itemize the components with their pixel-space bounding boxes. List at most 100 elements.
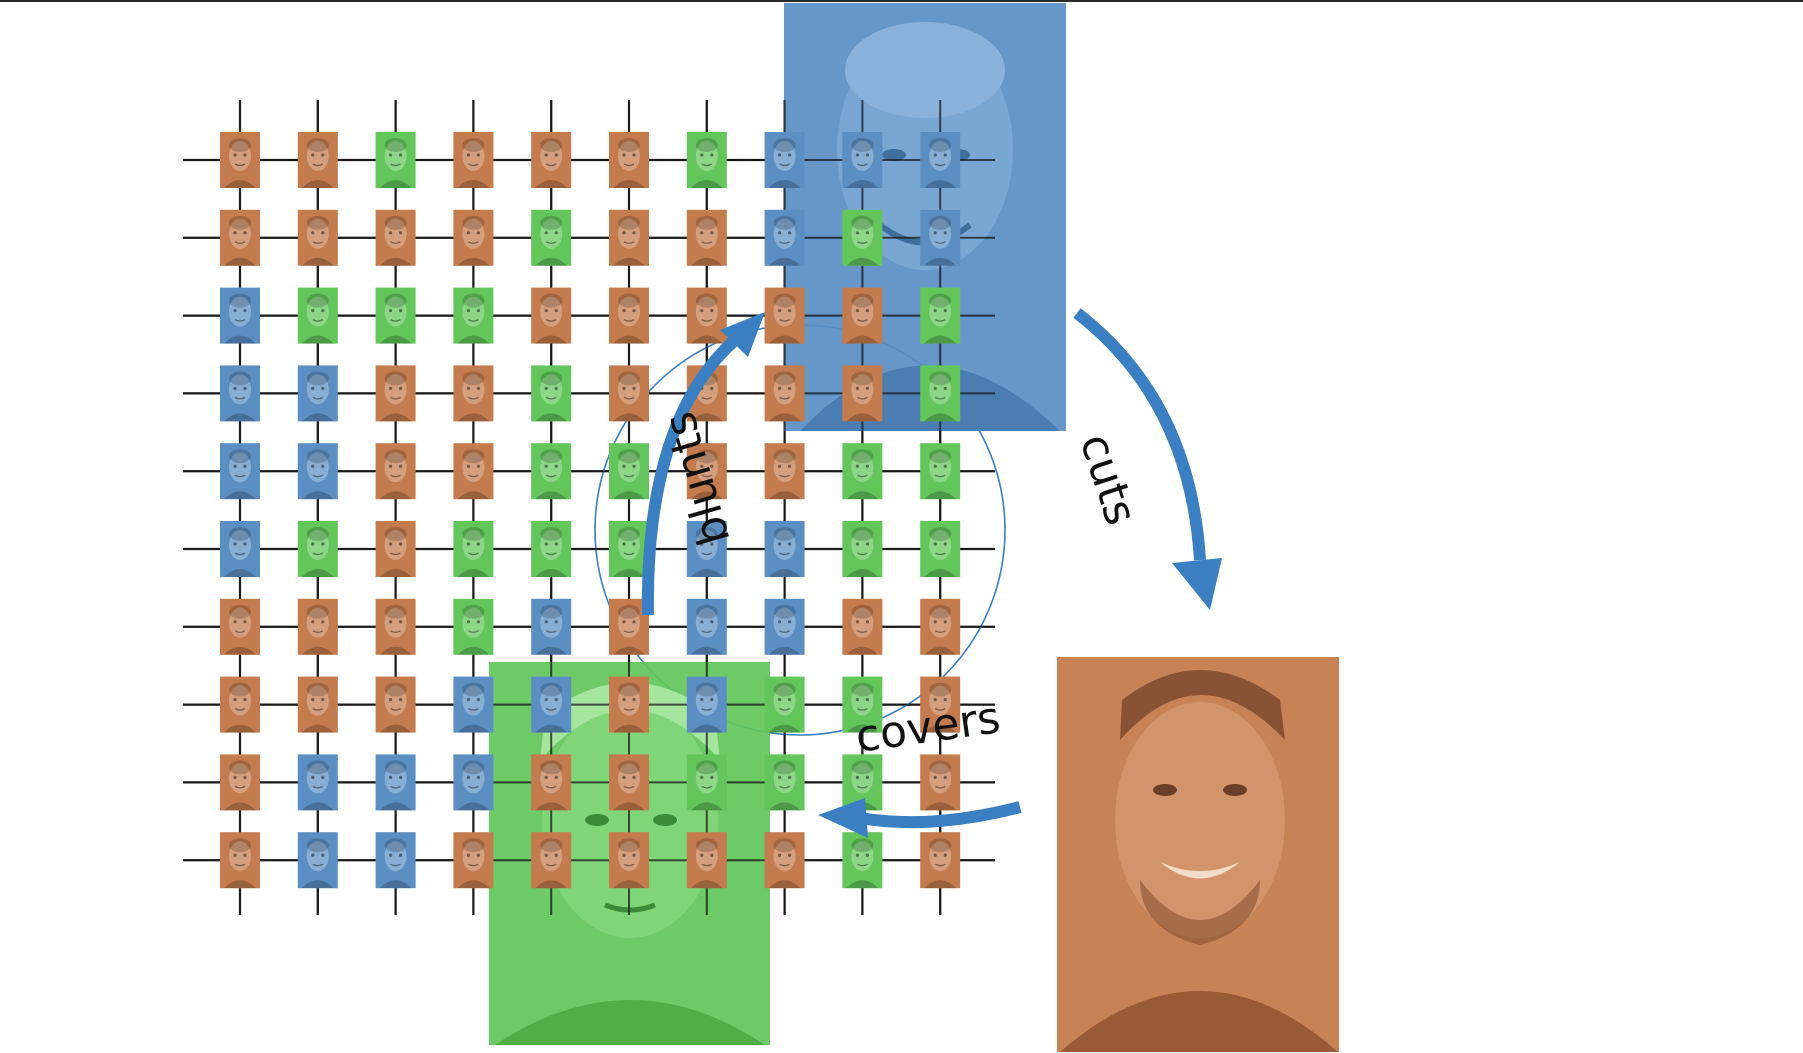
agent-tile (375, 598, 416, 655)
agent-tile (609, 443, 649, 500)
agent-tile (297, 443, 338, 500)
agent-tile (375, 832, 416, 889)
agent-tile (920, 676, 961, 733)
agent-tile (686, 209, 727, 266)
agent-tile (297, 521, 338, 577)
agent-tile (920, 365, 961, 422)
agent-tile (375, 287, 416, 344)
agent-tile (453, 598, 494, 655)
agent-tile (220, 209, 260, 266)
agent-tile (609, 209, 649, 266)
agent-tile (920, 209, 961, 266)
agent-tile (220, 521, 260, 577)
agent-tile (764, 754, 805, 811)
agent-tile (375, 443, 416, 500)
agent-tile (220, 832, 260, 889)
agent-tile (220, 598, 260, 655)
agent-tile (842, 521, 883, 577)
agent-tile (531, 598, 572, 655)
agent-tile (375, 521, 416, 577)
agent-tile (375, 676, 416, 733)
agent-tile (453, 209, 494, 266)
agent-tile (764, 832, 805, 889)
agent-tile (842, 132, 883, 188)
agent-tile (297, 676, 338, 733)
label-blunts: blunts (654, 406, 741, 551)
agent-tile (220, 365, 260, 422)
arrow-covers (858, 801, 1022, 829)
agent-tile (297, 132, 338, 188)
agent-tile (220, 676, 260, 733)
agent-tile (842, 443, 883, 500)
agent-tile (453, 676, 494, 733)
agent-tile (686, 832, 727, 889)
agent-tile (764, 521, 805, 577)
agent-tile (686, 132, 727, 188)
agent-tile (453, 287, 494, 344)
agent-tile (375, 132, 416, 188)
agent-tile (220, 443, 260, 500)
agent-tile (453, 132, 494, 188)
agent-tile (609, 832, 649, 889)
agent-tile (842, 287, 883, 344)
agent-tile (920, 832, 961, 889)
agent-tile (531, 754, 572, 811)
agent-tile (531, 365, 572, 422)
agent-tile (531, 132, 572, 188)
agent-grid-overlay (183, 100, 995, 915)
arrowhead-covers (818, 798, 868, 838)
agent-tile (297, 287, 338, 344)
agent-tile (453, 443, 494, 500)
agent-tile (220, 754, 260, 811)
agent-tile (686, 754, 727, 811)
arrow-cuts (1073, 308, 1206, 561)
agent-tile (453, 365, 494, 422)
agent-tile (920, 287, 961, 344)
agent-tile (764, 443, 805, 500)
agent-tile (842, 832, 883, 889)
agent-tile (297, 365, 338, 422)
agent-tile (920, 132, 961, 188)
agent-tile (920, 754, 961, 811)
agent-tile (686, 521, 727, 577)
agent-tile (297, 209, 338, 266)
agent-tile (453, 754, 494, 811)
agent-tile (220, 132, 260, 188)
agent-tile (686, 443, 727, 500)
agent-tile (842, 365, 883, 422)
agent-tile (764, 598, 805, 655)
label-cuts: cuts (1070, 428, 1147, 532)
agent-tile (531, 443, 572, 500)
agent-tile (531, 676, 572, 733)
agent-tile (764, 676, 805, 733)
agent-tile (453, 832, 494, 889)
agent-tile (842, 598, 883, 655)
agent-tile (531, 832, 572, 889)
agent-tile (920, 443, 961, 500)
agent-tile (686, 676, 727, 733)
agent-tile (375, 754, 416, 811)
agent-tile (920, 521, 961, 577)
agent-tile (609, 287, 649, 344)
arrowhead-cuts (1172, 558, 1222, 610)
agent-tile (842, 209, 883, 266)
agent-tile (297, 754, 338, 811)
agent-tile (609, 676, 649, 733)
agent-tile (686, 598, 727, 655)
arrowhead-blunts (720, 312, 765, 357)
agent-tile (609, 521, 649, 577)
agent-tile (375, 365, 416, 422)
agent-tile (220, 287, 260, 344)
agent-tile (764, 365, 805, 422)
agent-tile (609, 132, 649, 188)
agent-tile (842, 676, 883, 733)
agent-tile (297, 598, 338, 655)
agent-tile (920, 598, 961, 655)
agent-tile (764, 132, 805, 188)
agent-tile (531, 521, 572, 577)
agent-tile (531, 287, 572, 344)
agent-tile (609, 754, 649, 811)
top-border-line (0, 0, 1803, 2)
agent-tile (609, 365, 649, 422)
